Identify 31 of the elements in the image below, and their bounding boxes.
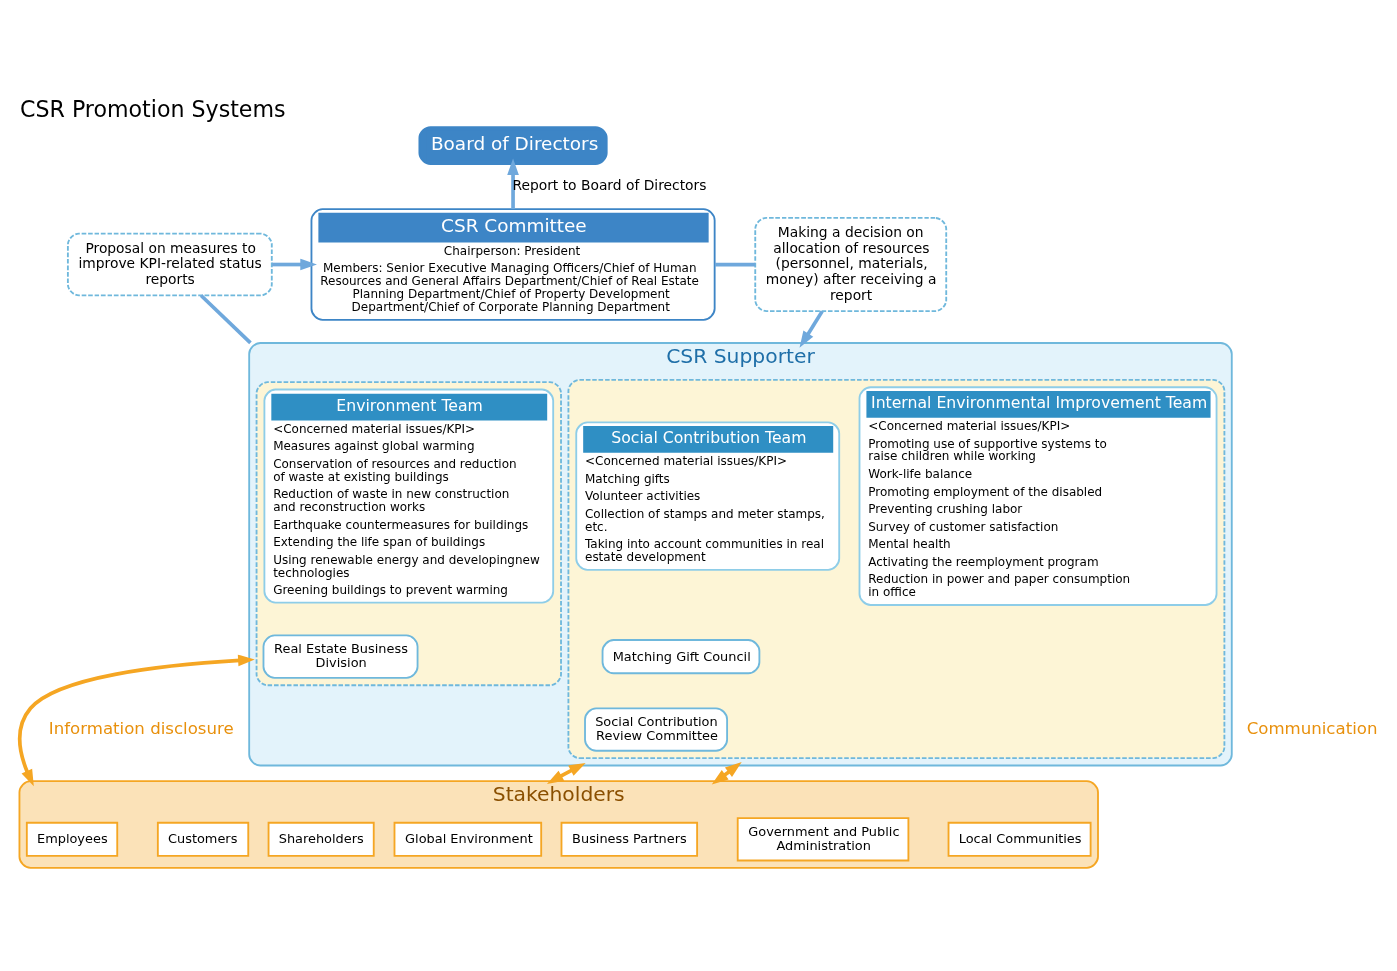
- node-box: CSR Committee Chairperson: President Members: Senior Executive Managing Officers/Chief of Human Resources and General Affairs Department/Chief of Real Estate Planning Department/Chief of Property Development Department/Chief of Corporate Planning Department: [310, 208, 716, 321]
- node-box: Board of Directors: [418, 126, 608, 165]
- node-box: Shareholders: [267, 821, 375, 857]
- node-box: Global Environment: [393, 821, 543, 857]
- node-box: Customers: [156, 821, 250, 857]
- label: Communication: [1246, 718, 1378, 738]
- arrow: [546, 762, 586, 784]
- arrow: [799, 310, 824, 348]
- label: Information disclosure: [48, 718, 234, 738]
- node-box: Internal Environmental Improvement Team <Concerned material issues/KPI> Promoting use of supportive systems to raise children while working Work-life balance Promoting employment of the disabled Preventing crushing labor Survey of customer satisfaction Mental health Activating the reemployment program Reduction in power and paper consumption in office: [858, 386, 1218, 606]
- node-box: Social Contribution Team <Concerned material issues/KPI> Matching gifts Volunteer activities Collection of stamps and meter stamps, etc. Taking into account communities in real estate development: [575, 421, 841, 571]
- node-box: Employees: [25, 821, 119, 857]
- node-box: Business Partners: [560, 821, 699, 857]
- arrow: [17, 654, 255, 787]
- node-box: Local Communities: [947, 821, 1092, 857]
- cluster: [255, 381, 562, 687]
- arrow: [272, 258, 317, 271]
- node-box: Environment Team <Concerned material issues/KPI> Measures against global warming Conservation of resources and reduction of waste at existing buildings Reduction of waste in new construction and reconstruction works Earthquake countermeasures for buildings Extending the life span of buildings Using renewable energy and developingnew technologies Greening buildings to prevent warming: [263, 388, 555, 604]
- node-box: Making a decision on allocation of resources (personnel, materials, money) after receiving a report: [754, 217, 948, 313]
- node-box: Real Estate Business Division: [262, 634, 419, 679]
- cluster: [567, 378, 1226, 760]
- arrow: [711, 762, 742, 785]
- node-box: Matching Gift Council: [601, 639, 761, 675]
- node-box: Government and Public Administration: [736, 817, 910, 862]
- connector: [199, 294, 252, 345]
- node-box: Proposal on measures to improve KPI-related status reports: [66, 232, 273, 297]
- connector: [714, 262, 756, 267]
- node-box: Social Contribution Review Committee: [584, 707, 729, 752]
- edge-label: Report to Board of Directors: [512, 176, 707, 193]
- arrow: [507, 158, 519, 210]
- diagram-title: CSR Promotion Systems: [19, 96, 286, 123]
